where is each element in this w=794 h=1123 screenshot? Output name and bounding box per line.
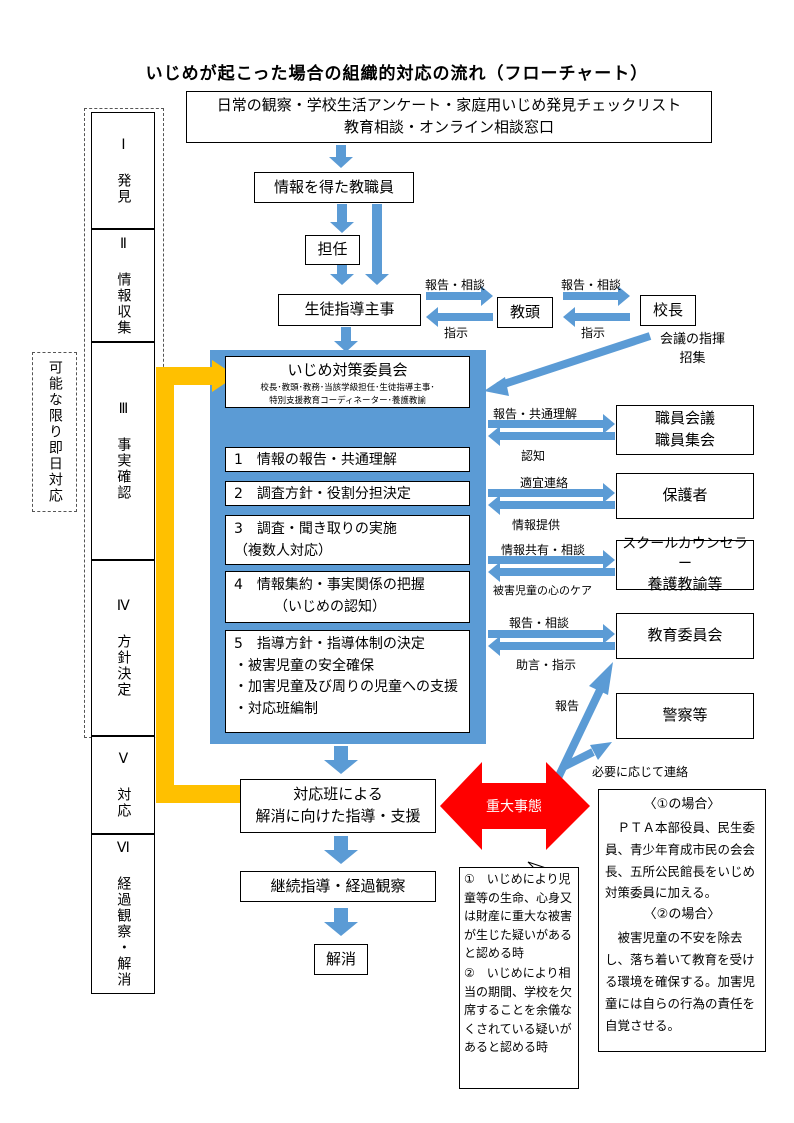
report-label: 報告 bbox=[555, 699, 580, 713]
arrow-serious-to-police-line bbox=[561, 748, 595, 771]
criteria-2: ② いじめにより相当の期間、学校を欠席することを余儀なくされている疑いがあると認… bbox=[464, 965, 573, 1055]
phase-discovery: Ⅰ 発見 bbox=[91, 112, 155, 229]
resolved-box: 解消 bbox=[314, 944, 368, 975]
contact-as-needed-label: 必要に応じて連絡 bbox=[592, 765, 689, 779]
case-1-body: ＰＴＡ本部役員、民生委員、青少年育成市民の会会長、五所公民館長をいじめ対策委員に… bbox=[605, 819, 756, 901]
committee-step-2: 2 調査方針・役割分担決定 bbox=[225, 481, 470, 506]
case-2-body: 被害児童の不安を除去し、落ち着いて教育を受ける環境を確保する。加害児童には自らの… bbox=[605, 930, 756, 1033]
committee-step-5: 5 指導方針・指導体制の決定 ・被害児童の安全確保 ・加害児童及び周りの児童への… bbox=[225, 630, 470, 733]
external-arrows bbox=[488, 414, 615, 656]
arrow-guidance-to-vp bbox=[426, 286, 493, 306]
report-consult-label-1: 報告・相談 bbox=[425, 278, 486, 292]
arrow-committee-to-response bbox=[324, 746, 358, 774]
police-box: 警察等 bbox=[616, 693, 754, 739]
serious-event-cases-note: 〈①の場合〉 ＰＴＡ本部役員、民生委員、青少年育成市民の会会長、五所公民館長をい… bbox=[598, 789, 766, 1052]
out-label-staff-meeting: 報告・共通理解 bbox=[493, 407, 578, 421]
vice-principal-box: 教頭 bbox=[497, 297, 553, 328]
out-label-board: 報告・相談 bbox=[509, 616, 570, 630]
principal-note: 会議の指揮 招集 bbox=[660, 332, 726, 366]
same-day-label: 可能な限り即日対応 bbox=[46, 360, 63, 504]
arrow-principal-to-committee-head bbox=[484, 377, 509, 396]
arrow-vp-to-principal bbox=[563, 286, 630, 306]
student-guidance-box: 生徒指導主事 bbox=[278, 294, 421, 326]
guardians-box: 保護者 bbox=[616, 473, 754, 519]
arrow-principal-to-vp bbox=[563, 307, 630, 327]
criteria-1: ① いじめにより児童等の生命、心身又は財産に重大な被害が生じた疑いがあると認める… bbox=[464, 872, 573, 961]
page-title: いじめが起こった場合の組織的対応の流れ（フローチャート） bbox=[145, 64, 649, 84]
arrow-guidance-to-committee bbox=[334, 327, 358, 352]
staff-meeting-box: 職員会議 職員集会 bbox=[616, 405, 754, 455]
serious-event-shape bbox=[440, 762, 590, 850]
out-label-guardians: 適宜連絡 bbox=[520, 476, 569, 490]
committee-step-3: 3 調査・聞き取りの実施 （複数人対応） bbox=[225, 515, 470, 565]
committee-title: いじめ対策委員会 bbox=[287, 361, 408, 379]
phase-information-gathering: Ⅱ 情報収集 bbox=[91, 229, 155, 342]
serious-event-criteria-note: ① いじめにより児童等の生命、心身又は財産に重大な被害が生じた疑いがあると認める… bbox=[459, 867, 579, 1089]
phase-fact-check: Ⅲ 事実確認 bbox=[91, 342, 155, 560]
arrow-homeroom-to-guidance bbox=[330, 262, 354, 285]
board-of-education-box: 教育委員会 bbox=[616, 613, 754, 659]
committee-step-4: 4 情報集約・事実関係の把握 （いじめの認知） bbox=[225, 571, 470, 623]
committee-members-1: 校長･教頭･教務･当該学級担任･生徒指導主事･ bbox=[260, 382, 435, 393]
report-consult-label-2: 報告・相談 bbox=[561, 278, 622, 292]
principal-box: 校長 bbox=[640, 295, 696, 326]
in-label-counselor: 被害児童の心のケア bbox=[493, 584, 592, 597]
same-day-label-box: 可能な限り即日対応 bbox=[32, 352, 77, 512]
arrow-followup-to-resolved bbox=[324, 908, 358, 936]
school-counselor-box: スクールカウンセラー 養護教諭等 bbox=[616, 536, 754, 593]
serious-event-label: 重大事態 bbox=[486, 799, 542, 815]
case-2-heading: 〈②の場合〉 bbox=[643, 907, 721, 923]
arrow-principal-to-committee-line bbox=[496, 332, 652, 390]
phase-monitoring-resolution: Ⅵ 経過観察・解消 bbox=[91, 834, 155, 994]
committee-header: いじめ対策委員会 校長･教頭･教務･当該学級担任･生徒指導主事･ 特別支援教育コ… bbox=[225, 356, 470, 408]
in-label-board: 助言・指示 bbox=[516, 658, 577, 672]
follow-up-box: 継続指導・経過観察 bbox=[240, 871, 436, 902]
feedback-loop-arrowhead bbox=[212, 360, 236, 392]
in-label-staff-meeting: 認知 bbox=[521, 449, 546, 463]
staff-box: 情報を得た教職員 bbox=[254, 172, 414, 203]
arrow-top-to-staff bbox=[329, 145, 353, 168]
instruct-label-1: 指示 bbox=[444, 326, 469, 340]
arrow-vp-to-guidance bbox=[426, 307, 493, 327]
discovery-sources-box: 日常の観察・学校生活アンケート・家庭用いじめ発見チェックリスト 教育相談・オンラ… bbox=[186, 91, 712, 143]
case-1-heading: 〈①の場合〉 bbox=[643, 797, 721, 812]
phase-response: Ⅴ 対応 bbox=[91, 736, 155, 834]
homeroom-teacher-box: 担任 bbox=[305, 235, 360, 265]
phase-policy-decision: Ⅳ 方針決定 bbox=[91, 560, 155, 736]
down-arrows bbox=[324, 145, 389, 936]
response-team-box: 対応班による 解消に向けた指導・支援 bbox=[240, 779, 436, 833]
arrow-serious-to-board-head bbox=[589, 662, 613, 695]
in-label-guardians: 情報提供 bbox=[512, 518, 561, 532]
instruct-label-2: 指示 bbox=[581, 326, 606, 340]
arrow-serious-to-police-head bbox=[590, 742, 612, 760]
arrow-staff-to-guidance bbox=[365, 204, 389, 285]
arrow-staff-to-homeroom bbox=[330, 204, 354, 233]
committee-step-1: 1 情報の報告・共通理解 bbox=[225, 447, 470, 472]
committee-members-2: 特別支援教育コーディネーター･養護教諭 bbox=[269, 396, 426, 407]
arrow-response-to-followup bbox=[324, 836, 358, 864]
out-label-counselor: 情報共有・相談 bbox=[501, 543, 586, 557]
